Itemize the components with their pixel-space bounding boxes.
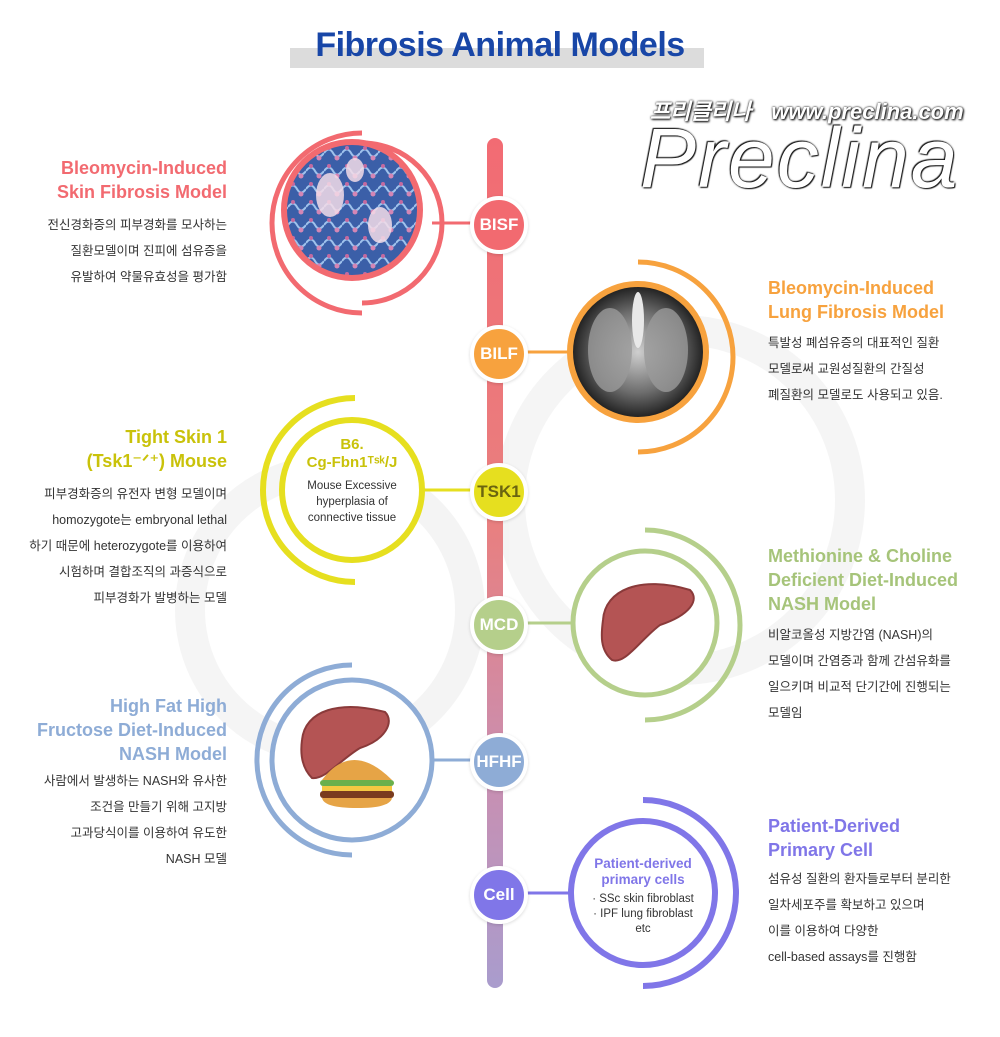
bisf-description: 전신경화증의 피부경화를 모사하는 질환모델이며 진피에 섬유증을 유발하여 약… (47, 218, 227, 284)
mcd-arc-outer (644, 527, 743, 723)
node-cell: Cell (470, 866, 528, 924)
hfhf-graphic (254, 662, 472, 858)
node-cell-label: Cell (483, 885, 515, 904)
node-bilf: BILF (470, 325, 528, 383)
node-mcd-label: MCD (479, 615, 519, 634)
page-title: Fibrosis Animal Models (315, 26, 685, 64)
mcd-heading: Methionine & Choline Deficient Diet-Indu… (768, 546, 959, 614)
brand-header: 프리클리나 www.preclina.com (650, 94, 978, 126)
liver-icon (600, 583, 695, 662)
bilf-graphic (522, 259, 736, 455)
hfhf-circle (269, 677, 435, 843)
cell-circle-title: Patient-derived primary cells (594, 856, 692, 887)
title-underline (290, 48, 704, 68)
tsk1-graphic (260, 395, 472, 585)
tsk1-circle-text: B6. Cg-Fbn1ᵀˢᵏ/J Mouse Excessive hyperpl… (292, 436, 412, 526)
node-hfhf-label: HFHF (476, 752, 522, 771)
bilf-heading: Bleomycin-Induced Lung Fibrosis Model (768, 278, 944, 322)
brand-logo: Preclina (640, 111, 960, 205)
mcd-description: 비알코올성 지방간염 (NASH)의 모델이며 간염증과 함께 간섬유화를 일으… (768, 628, 951, 720)
tsk1-description: 피부경화증의 유전자 변형 모델이며 homozygote는 embryonal… (29, 487, 227, 605)
bisf-arc-outer (269, 130, 363, 316)
brand-korean: 프리클리나 (650, 99, 752, 124)
cell-arc-outer (642, 797, 739, 989)
cell-heading: Patient-Derived Primary Cell (768, 816, 901, 860)
tsk1-heading: Tight Skin 1 (Tsk1⁻ᐟ⁺) Mouse (86, 427, 227, 471)
skin-histology-image (281, 139, 423, 281)
hfhf-description: 사람에서 발생하는 NASH와 유사한 조건을 만들기 위해 고지방 고과당식이… (43, 774, 227, 866)
tsk1-circle-title1: B6. (340, 436, 364, 453)
node-tsk1-label: TSK1 (477, 482, 521, 501)
bilf-description: 특발성 폐섬유증의 대표적인 질환 모델로써 교원성질환의 간질성 폐질환의 모… (768, 336, 943, 402)
hfhf-arc-outer (254, 662, 353, 858)
cell-description: 섬유성 질환의 환자들로부터 분리한 일차세포주를 확보하고 있으며 이를 이용… (768, 872, 951, 964)
liver-burger-icon (300, 706, 394, 808)
tsk1-circle-title2: Cg-Fbn1ᵀˢᵏ/J (306, 454, 398, 471)
bisf-heading: Bleomycin-Induced Skin Fibrosis Model (56, 158, 227, 202)
node-bisf: BISF (470, 196, 528, 254)
cell-circle-text: Patient-derived primary cells · SSc skin… (578, 856, 708, 937)
node-bisf-label: BISF (479, 215, 519, 234)
tsk1-arc-outer (260, 395, 356, 585)
timeline-bar (487, 138, 503, 988)
bisf-graphic (269, 130, 472, 316)
hfhf-heading: High Fat High Fructose Diet-Induced NASH… (36, 696, 227, 764)
node-tsk1: TSK1 (470, 463, 528, 521)
node-mcd: MCD (470, 596, 528, 654)
bilf-arc-outer (637, 259, 736, 455)
brand-url: www.preclina.com (771, 99, 964, 124)
mcd-graphic (522, 527, 743, 723)
node-bilf-label: BILF (480, 344, 518, 363)
node-hfhf: HFHF (470, 733, 528, 791)
cell-graphic (522, 797, 739, 989)
